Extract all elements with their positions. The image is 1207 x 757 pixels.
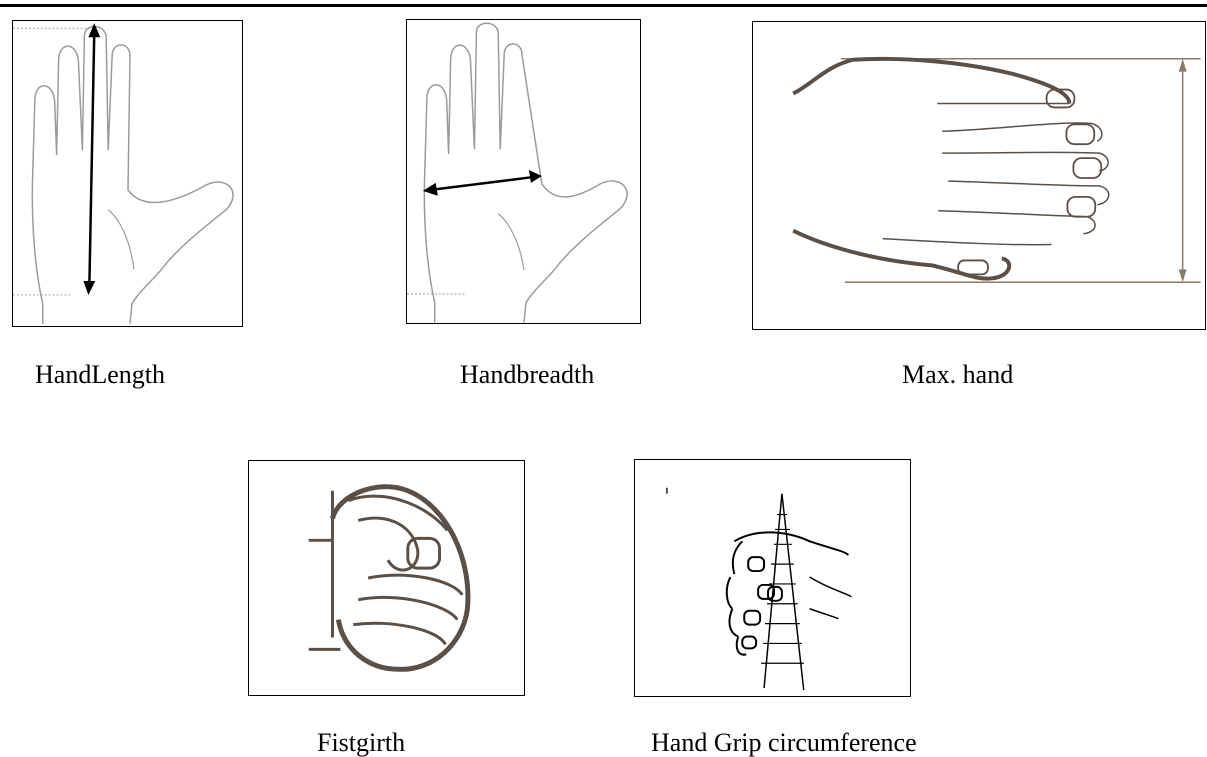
page-top-rule — [0, 4, 1207, 7]
fistgirth-figure — [248, 460, 525, 696]
fist-girth-icon — [249, 461, 524, 695]
handbreadth-caption: Handbreadth — [460, 362, 594, 388]
handbreadth-measure-icon — [407, 20, 640, 323]
max-hand-measure-icon — [753, 22, 1205, 329]
hand-length-measure-icon — [13, 21, 242, 326]
hand-length-caption: HandLength — [35, 362, 165, 388]
hand-length-figure — [12, 20, 243, 327]
fistgirth-caption: Fistgirth — [317, 730, 405, 756]
max-hand-caption: Max. hand — [902, 362, 1013, 388]
handbreadth-figure — [406, 19, 641, 324]
hand-grip-figure — [634, 459, 911, 697]
max-hand-figure — [752, 21, 1206, 330]
hand-grip-cone-icon — [635, 460, 910, 696]
hand-grip-caption: Hand Grip circumference — [651, 730, 917, 756]
